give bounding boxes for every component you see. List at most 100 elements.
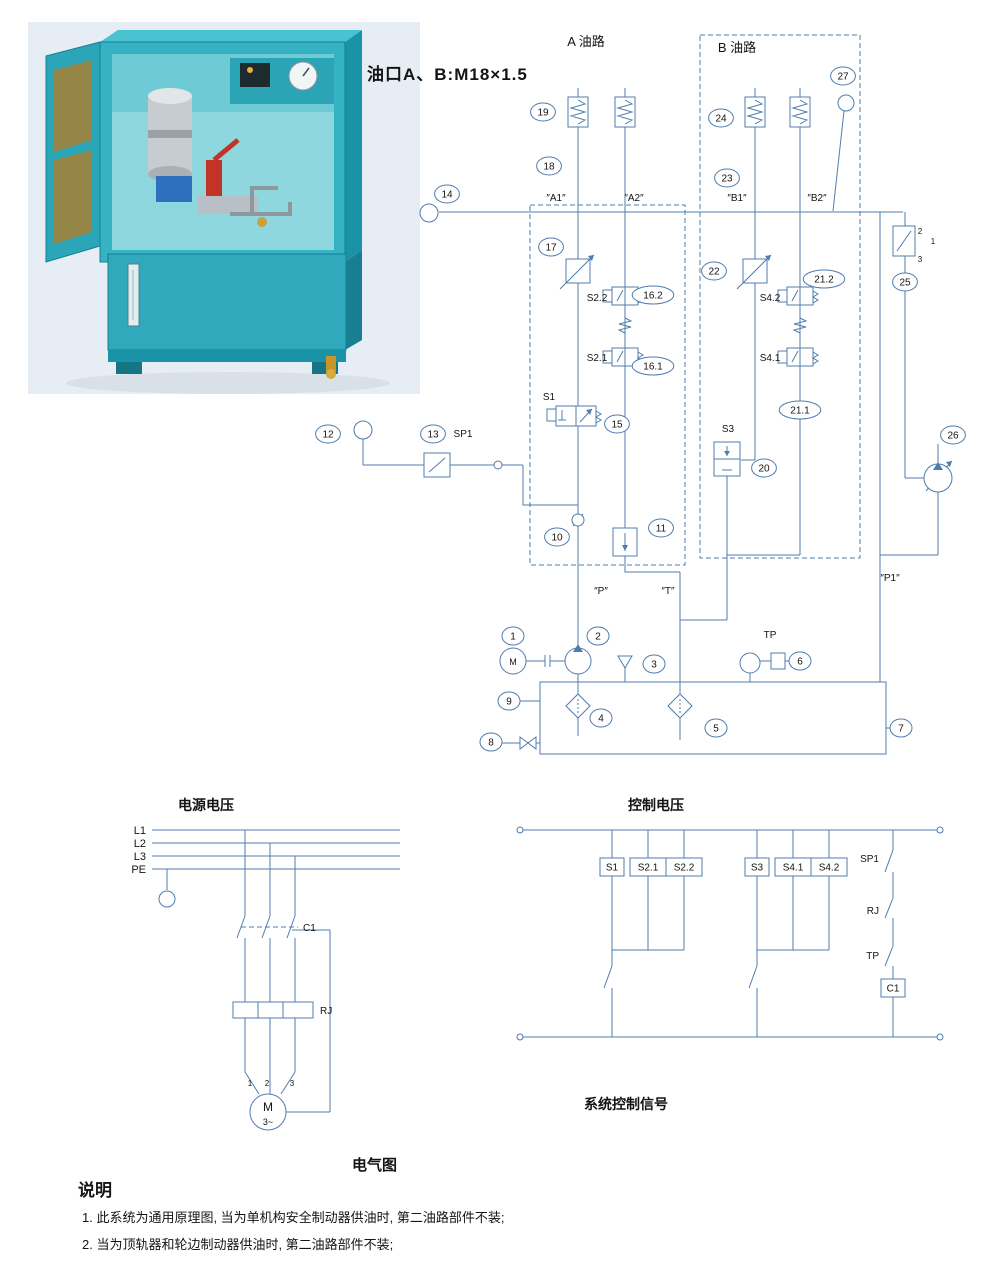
text-PE: PE <box>131 864 146 876</box>
text-19: 19 <box>537 108 549 119</box>
text-A油路: A 油路 <box>567 34 605 49</box>
note-line-1: 1. 此系统为通用原理图, 当为单机构安全制动器供油时, 第二油路部件不装; <box>82 1210 505 1225</box>
drain-valve-left <box>527 736 537 750</box>
balloon-19 <box>530 102 556 122</box>
text-24: 24 <box>715 114 727 125</box>
text-27: 27 <box>837 72 849 83</box>
text-18: 18 <box>543 162 555 173</box>
flow-b-arrowhead <box>765 255 771 261</box>
terminal-bottom-right <box>936 1033 944 1041</box>
text-S2.2: S2.2 <box>587 293 608 304</box>
text-2: 2 <box>265 1079 270 1088</box>
brass-fitting <box>257 217 267 227</box>
text-S2.1: S2.1 <box>587 353 608 364</box>
text-26: 26 <box>947 431 959 442</box>
check-valve-10 <box>571 513 585 527</box>
text-16.2: 16.2 <box>643 291 663 302</box>
pump26-arrowhead <box>946 461 952 467</box>
text-C1: C1 <box>303 923 316 934</box>
text-B2: ″B2″ <box>807 193 827 204</box>
text-2: 2 <box>918 227 923 236</box>
solenoid-s2-2 <box>602 289 613 303</box>
text-3: 3 <box>290 1079 295 1088</box>
text-S4.1: S4.1 <box>783 863 804 874</box>
text-S1: S1 <box>543 392 556 403</box>
balloon-16.2 <box>631 285 675 305</box>
text-15: 15 <box>611 420 623 431</box>
text-3: 3 <box>651 660 657 671</box>
solenoid-s4-1 <box>777 350 788 364</box>
balloon-8 <box>479 732 503 752</box>
balloon-22 <box>701 261 727 281</box>
motor-circle <box>249 1093 287 1131</box>
manifold <box>198 196 258 214</box>
text-25: 25 <box>899 278 911 289</box>
pe-ground-symbol <box>158 890 176 908</box>
valve-bodies <box>423 96 916 755</box>
box-C1 <box>880 978 906 998</box>
text-B油路: B 油路 <box>718 40 756 55</box>
balloon-3 <box>642 654 666 674</box>
gauge-needle <box>302 67 310 77</box>
suction-filter-4 <box>565 693 591 719</box>
shuttle-valve <box>892 225 916 257</box>
text-22: 22 <box>708 267 720 278</box>
text-L2: L2 <box>134 838 146 850</box>
pressure-switch-sp1 <box>423 452 451 478</box>
text-M: M <box>509 657 517 667</box>
balloon-10 <box>544 527 570 547</box>
balloon-11 <box>648 518 674 538</box>
balloon-5 <box>704 718 728 738</box>
control-lines <box>520 829 940 1038</box>
balloon-15 <box>604 414 630 434</box>
text-3: 3 <box>918 255 923 264</box>
balloon-1 <box>501 626 525 646</box>
text-13: 13 <box>427 430 439 441</box>
text-P1: ″P1″ <box>880 573 900 584</box>
motor-top <box>148 88 192 104</box>
text-6: 6 <box>797 657 803 668</box>
terminal-top-right <box>936 826 944 834</box>
text-RJ: RJ <box>867 906 879 917</box>
motor-symbol <box>499 647 527 675</box>
text-17: 17 <box>545 243 557 254</box>
text-14: 14 <box>441 190 453 201</box>
balloon-7 <box>889 718 913 738</box>
text-B1: ″B1″ <box>727 193 747 204</box>
text-7: 7 <box>898 724 904 735</box>
text-9: 9 <box>506 697 512 708</box>
text-1: 1 <box>248 1079 253 1088</box>
piping <box>230 186 292 216</box>
balloon-6 <box>788 651 812 671</box>
text-21.1: 21.1 <box>790 406 810 417</box>
solenoid-s2-1 <box>602 350 613 364</box>
relief-valve-b2 <box>789 96 811 128</box>
balloon-21.2 <box>802 269 846 289</box>
flow-valve-b <box>742 258 768 284</box>
text-L1: L1 <box>134 825 146 837</box>
balloon-20 <box>751 458 777 478</box>
indicator-lamp <box>247 67 253 73</box>
box-S1 <box>599 857 625 877</box>
cabinet-top-face <box>100 30 362 42</box>
relief-valve-a2 <box>614 96 636 128</box>
drain-knob <box>326 369 336 379</box>
red-handle <box>212 138 240 162</box>
relief-valve-b1 <box>744 96 766 128</box>
page-title: 油口A、B:M18×1.5 <box>367 65 528 84</box>
relief-valve-11 <box>612 527 638 557</box>
text-S1: S1 <box>606 863 619 874</box>
box-S4.2 <box>810 857 848 877</box>
balloon-14 <box>434 184 460 204</box>
text-TP: TP <box>866 951 879 962</box>
circuit-b-boundary <box>699 34 861 559</box>
balloon-12 <box>315 424 341 444</box>
round-symbols <box>353 94 953 675</box>
box-S2.2 <box>665 857 703 877</box>
text-4: 4 <box>598 714 604 725</box>
text-10: 10 <box>551 533 563 544</box>
accumulator-12 <box>353 420 373 440</box>
text-21.2: 21.2 <box>814 275 834 286</box>
